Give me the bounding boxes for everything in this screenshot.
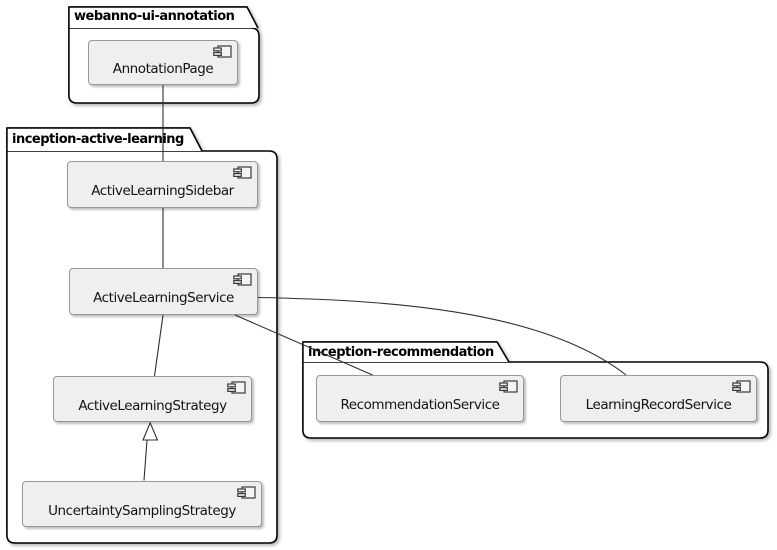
uml-component-icon bbox=[233, 166, 252, 179]
component-label: ActiveLearningService bbox=[93, 290, 234, 306]
uml-component-icon bbox=[499, 380, 518, 393]
component-label: AnnotationPage bbox=[112, 61, 214, 77]
uml-component-icon bbox=[233, 273, 252, 286]
uml-component-icon bbox=[227, 381, 246, 394]
component-active-learning-strategy: ActiveLearningStrategy bbox=[53, 376, 252, 422]
component-label: ActiveLearningStrategy bbox=[78, 397, 227, 414]
component-label: LearningRecordService bbox=[585, 397, 732, 413]
component-label: RecommendationService bbox=[340, 397, 500, 413]
uml-component-icon bbox=[732, 380, 751, 393]
package-inception-active-learning-shape bbox=[6, 127, 278, 544]
component-active-learning-service: ActiveLearningService bbox=[69, 268, 258, 315]
package-name-webanno-ui-annotation: webanno-ui-annotation bbox=[74, 9, 235, 24]
component-label: UncertaintySamplingStrategy bbox=[48, 502, 236, 519]
component-annotation-page: AnnotationPage bbox=[88, 40, 238, 85]
component-active-learning-sidebar: ActiveLearningSidebar bbox=[67, 161, 258, 208]
package-tab bbox=[6, 127, 203, 152]
component-learning-record-service: LearningRecordService bbox=[560, 375, 757, 422]
uml-component-icon bbox=[237, 486, 256, 499]
package-name-inception-active-learning: inception-active-learning bbox=[12, 132, 184, 147]
component-uncertainty-sampling-strategy: UncertaintySamplingStrategy bbox=[22, 481, 262, 527]
component-recommendation-service: RecommendationService bbox=[316, 375, 524, 422]
package-body bbox=[6, 150, 278, 544]
component-label: ActiveLearningSidebar bbox=[91, 183, 234, 199]
package-tab bbox=[68, 6, 259, 29]
uml-component-icon bbox=[213, 45, 232, 58]
package-name-inception-recommendation: inception-recommendation bbox=[308, 345, 494, 360]
